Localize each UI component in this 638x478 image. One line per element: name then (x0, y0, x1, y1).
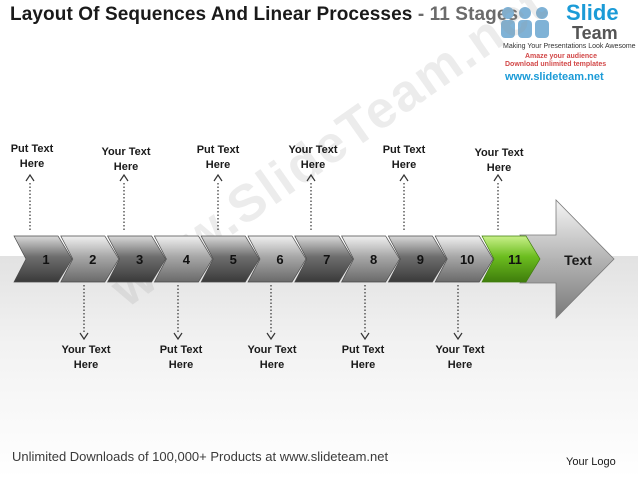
bottom-label-5: Your Text Here (435, 344, 485, 371)
stage-chevron-3 (107, 235, 167, 283)
logo-line-download: Download unlimited templates (505, 61, 607, 68)
stage-chevron-8 (341, 235, 401, 283)
bottom-arrowheads (79, 332, 463, 341)
logo-url: www.slideteam.net (505, 71, 604, 83)
top-label-2: Your Text Here (101, 146, 151, 173)
stage-number-1: 1 (42, 252, 49, 267)
stage-number-10: 10 (460, 252, 474, 267)
stage-number-3: 3 (136, 252, 143, 267)
stage-chevron-1 (13, 235, 73, 283)
background-band (0, 256, 638, 478)
title-main: Layout Of Sequences And Linear Processes (10, 4, 413, 25)
stage-chevron-9 (387, 235, 447, 283)
stage-chevron-5 (200, 235, 260, 283)
stage-chevron-10 (434, 235, 494, 283)
top-label-6: Your Text Here (474, 147, 524, 174)
logo-line-amaze: Amaze your audience (525, 53, 597, 60)
stage-number-5: 5 (230, 252, 237, 267)
stage-number-8: 8 (370, 252, 377, 267)
logo-tagline: Making Your Presentations Look Awesome (503, 43, 636, 50)
footer-text: Unlimited Downloads of 100,000+ Products… (12, 449, 389, 464)
stage-chevron-7 (294, 235, 354, 283)
stage-chevron-4 (153, 235, 213, 283)
stage-chevrons: 1 2 3 4 5 6 7 8 9 10 11 (13, 235, 541, 283)
top-arrowheads (25, 173, 503, 182)
page-title: Layout Of Sequences And Linear Processes… (10, 4, 518, 26)
stage-number-11: 11 (508, 252, 522, 267)
bottom-label-2: Put Text Here (159, 344, 203, 371)
bottom-connectors (83, 285, 459, 332)
stage-chevron-6 (247, 235, 307, 283)
top-connectors (29, 182, 499, 230)
top-label-4: Your Text Here (288, 144, 338, 171)
stage-number-2: 2 (89, 252, 96, 267)
top-label-3: Put Text Here (196, 144, 240, 171)
stage-number-7: 7 (323, 252, 330, 267)
bottom-label-3: Your Text Here (247, 344, 297, 371)
top-label-1: Put Text Here (10, 143, 54, 170)
stage-chevron-2 (60, 235, 120, 283)
top-label-5: Put Text Here (382, 144, 426, 171)
stage-number-6: 6 (276, 252, 283, 267)
stage-chevron-11 (481, 235, 541, 283)
stage-number-4: 4 (183, 252, 191, 267)
logo-name-team: Team (572, 23, 618, 43)
your-logo-text: Your Logo (566, 456, 616, 468)
stage-number-9: 9 (417, 252, 424, 267)
title-sub: - 11 Stages (417, 4, 519, 25)
people-logo-icon (501, 7, 549, 38)
bottom-label-4: Put Text Here (341, 344, 385, 371)
final-arrow-label: Text (564, 252, 592, 268)
logo-name-slide: Slide (566, 0, 619, 25)
bottom-label-1: Your Text Here (61, 344, 111, 371)
